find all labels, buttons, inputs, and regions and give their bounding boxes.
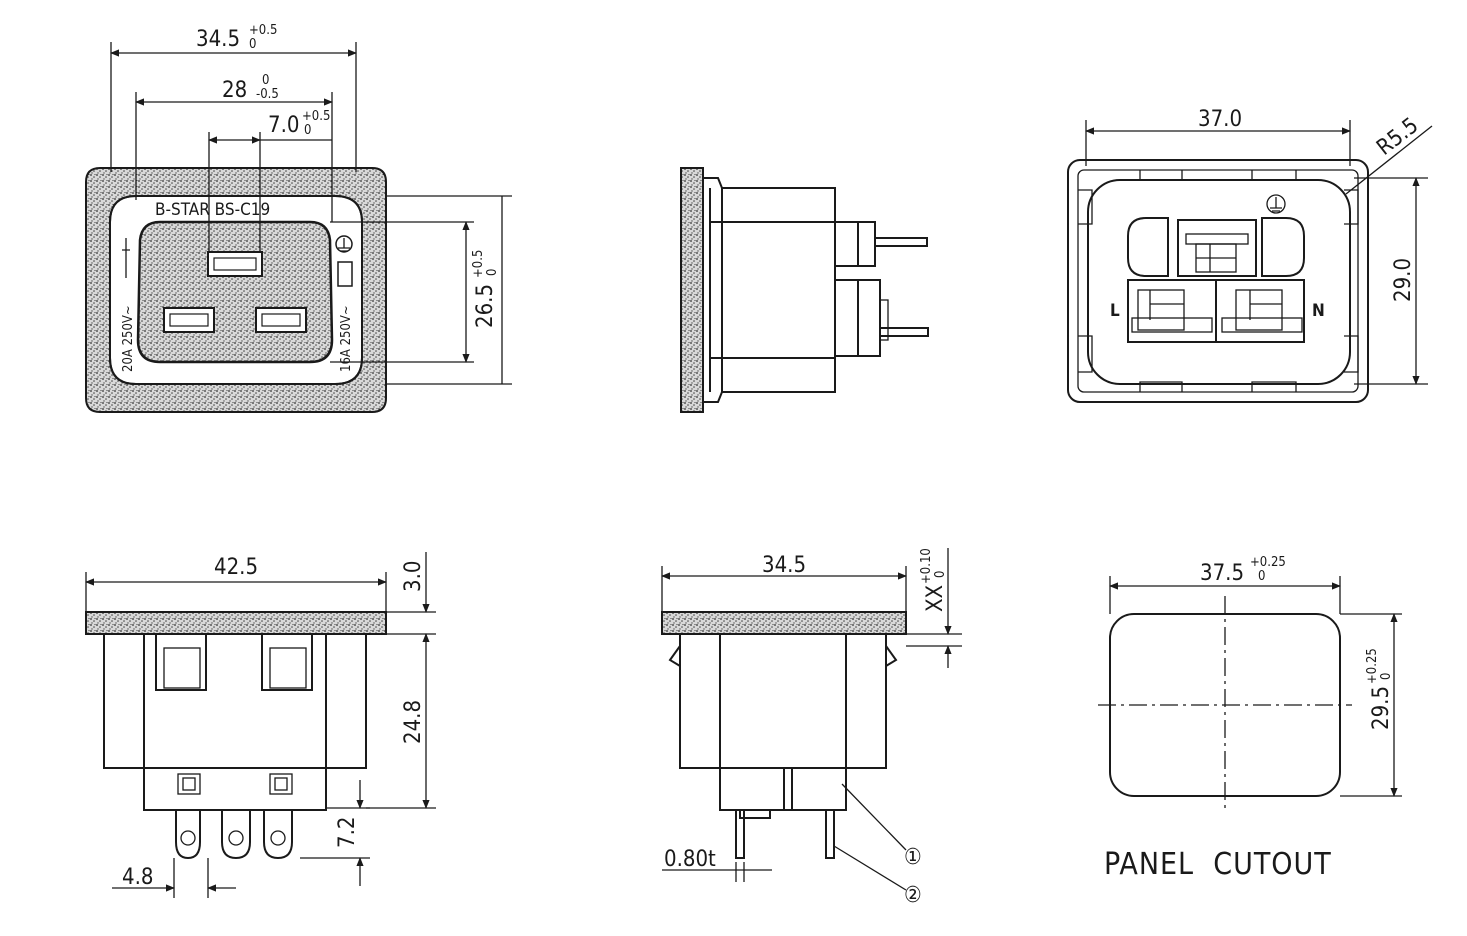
tol-upper: +0.25	[1250, 555, 1286, 570]
front-rating-right: 16A 250V~	[339, 305, 354, 372]
tol-lower: 0	[485, 269, 500, 276]
bottom-dim-flange-thickness: 3.0	[401, 561, 426, 592]
lower-dim-width: 34.5	[762, 553, 806, 578]
tol-lower: 0	[933, 571, 948, 578]
tol-lower: 0	[304, 123, 311, 138]
front-marking: B-STAR BS-C19	[155, 200, 270, 220]
lower-flange	[661, 611, 907, 635]
rear-earth-icon	[1266, 194, 1286, 214]
tol-lower: 0	[249, 37, 256, 52]
rear-dim-width: 37.0	[1198, 107, 1242, 132]
side-view-upper	[680, 167, 929, 413]
rear-label-line: L	[1110, 301, 1120, 321]
bottom-view: 42.5 3.0 24.8 7.2 4.8	[85, 552, 436, 898]
callout-2: ②	[904, 883, 922, 908]
side-flange	[680, 167, 704, 413]
tol-upper: +0.25	[1365, 648, 1380, 684]
lower-dim-panel: XX	[923, 585, 948, 612]
front-dim-pin-offset: 7.0	[268, 113, 299, 138]
rear-dim-height: 29.0	[1391, 258, 1416, 302]
tol-upper: +0.10	[919, 548, 934, 584]
callout-1: ①	[904, 845, 922, 870]
rear-label-neutral: N	[1312, 301, 1325, 321]
bottom-dim-flange-width: 42.5	[214, 555, 258, 580]
front-view: B-STAR BS-C19 20A 250V~ 16A 250V~ 34.5 +…	[85, 23, 512, 413]
rear-view: L N 37.0 R5.5 29.0	[1067, 107, 1433, 403]
front-dim-height: 26.5	[473, 284, 498, 328]
tol-upper: +0.5	[302, 109, 330, 124]
front-cavity	[136, 220, 334, 364]
panel-cutout: 37.5 +0.25 0 29.5 +0.25 0 PANEL CUTOUT	[1098, 555, 1402, 882]
side-view-lower: 34.5 XX +0.10 0 0.80t ① ②	[661, 548, 962, 908]
bottom-dim-terminal-length: 7.2	[335, 817, 360, 848]
tol-upper: +0.5	[249, 23, 277, 38]
front-dim-inner-width: 28	[222, 78, 247, 103]
cutout-dim-height: 29.5	[1369, 686, 1394, 730]
tol-upper: 0	[262, 73, 269, 88]
front-dim-overall-width: 34.5	[196, 27, 240, 52]
front-rating-left: 20A 250V~	[121, 305, 136, 372]
cutout-dim-width: 37.5	[1200, 561, 1244, 586]
tol-upper: +0.5	[471, 250, 486, 278]
tol-lower: 0	[1258, 569, 1265, 584]
lower-dim-terminal-thickness: 0.80t	[664, 847, 716, 872]
tol-lower: -0.5	[256, 87, 279, 102]
bottom-dim-body-depth: 24.8	[401, 700, 426, 744]
cutout-title: PANEL CUTOUT	[1104, 847, 1332, 882]
bottom-dim-terminal-width: 4.8	[122, 865, 153, 890]
bottom-flange	[85, 611, 387, 635]
tol-lower: 0	[1379, 673, 1394, 680]
